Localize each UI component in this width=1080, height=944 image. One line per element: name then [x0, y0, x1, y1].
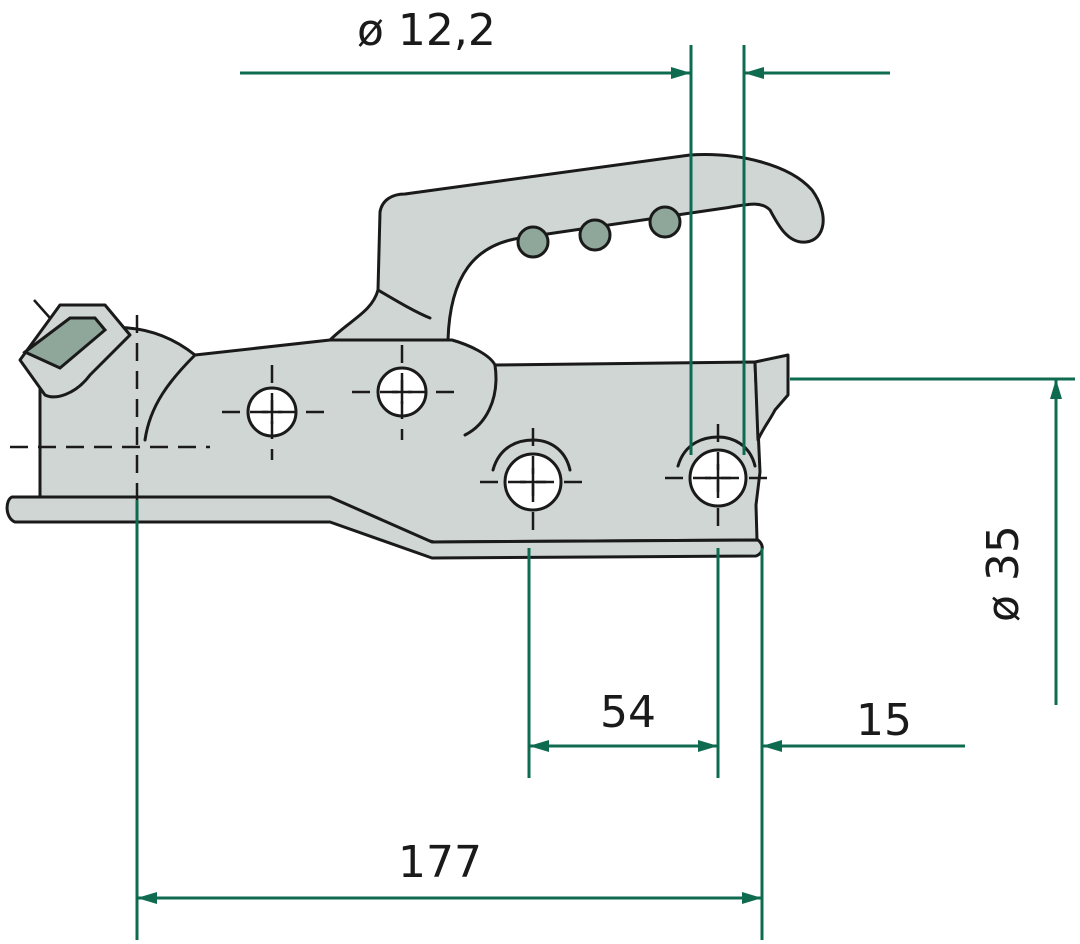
overall-length-label: 177 [398, 837, 482, 888]
coupling-handle [328, 153, 825, 342]
grip-knob-1 [516, 225, 550, 259]
ball-coupling-drawing [5, 153, 825, 560]
rear-hook [753, 353, 790, 442]
coupling-flange [5, 495, 764, 560]
dimension-lines [135, 45, 1075, 940]
grip-knob-2 [578, 218, 612, 252]
bolt-hole-3 [491, 438, 572, 512]
ball-diameter-label: ø 35 [978, 525, 1029, 622]
grip-knob-3 [648, 205, 682, 239]
hole-spacing-label: 54 [600, 687, 656, 738]
front-cap-disc [22, 316, 108, 370]
bolt-hole-diameter-label: ø 12,2 [357, 5, 496, 56]
rear-offset-label: 15 [856, 695, 912, 746]
